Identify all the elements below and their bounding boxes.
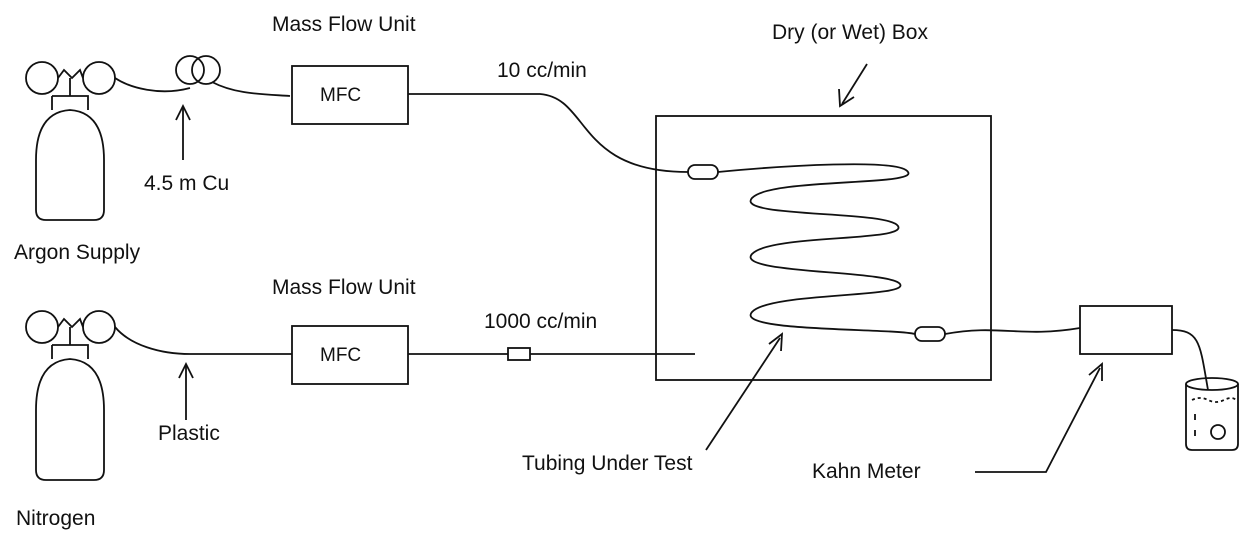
kahn-meter-arrow (975, 362, 1103, 473)
mass-flow-unit-label-bottom: Mass Flow Unit (272, 276, 416, 299)
nitrogen-label: Nitrogen (16, 507, 95, 530)
exhaust-line (944, 327, 1081, 335)
dry-box (655, 115, 992, 381)
kahn-meter-box (1079, 305, 1173, 355)
nitrogen-cylinder (25, 310, 116, 481)
mass-flow-unit-label-top: Mass Flow Unit (272, 13, 416, 36)
inline-fitting (507, 347, 531, 361)
dry-box-label: Dry (or Wet) Box (772, 21, 928, 44)
plastic-tubing-arrow (178, 361, 194, 420)
flow-rate-argon-label: 10 cc/min (497, 59, 587, 82)
mfc-box-top (291, 65, 409, 125)
mfc-label-top: MFC (320, 85, 361, 106)
copper-tubing-label: 4.5 m Cu (144, 172, 229, 195)
argon-cylinder (25, 61, 116, 221)
copper-tubing-arrow (175, 103, 191, 160)
beaker (1171, 329, 1239, 451)
mfc-box-bottom (291, 325, 409, 385)
tubing-under-test-coil (687, 163, 946, 342)
argon-line-to-box (408, 93, 689, 173)
flow-rate-nitrogen-label: 1000 cc/min (484, 310, 597, 333)
kahn-meter-label: Kahn Meter (812, 460, 921, 483)
plastic-tubing-label: Plastic (158, 422, 220, 445)
dry-box-arrow (838, 63, 868, 108)
tubing-under-test-label: Tubing Under Test (522, 452, 693, 475)
argon-supply-label: Argon Supply (14, 241, 141, 264)
mfc-label-bottom: MFC (320, 345, 361, 366)
copper-tubing-coil (114, 55, 291, 97)
plastic-tubing-line (114, 326, 292, 355)
tubing-under-test-arrow (705, 332, 784, 451)
